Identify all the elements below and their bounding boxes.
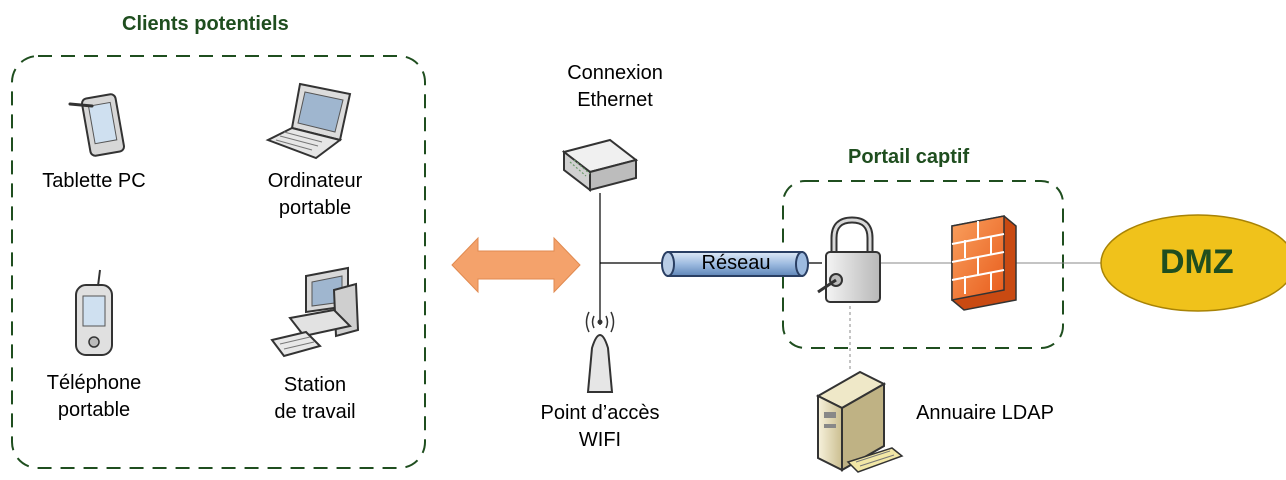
tablet-pc-label: Tablette PC bbox=[42, 170, 146, 192]
network-tube-label: Réseau bbox=[701, 252, 771, 274]
ldap-server-icon bbox=[815, 370, 904, 473]
workstation-label-line1: Station bbox=[283, 374, 347, 396]
ethernet-label-line1: Connexion bbox=[567, 62, 663, 84]
captive-portal-title: Portail captif bbox=[848, 146, 970, 168]
phone-label-line1: Téléphone bbox=[46, 372, 142, 394]
laptop-label-line1: Ordinateur bbox=[267, 170, 363, 192]
laptop-label-line2: portable bbox=[278, 197, 352, 219]
bidirectional-arrow-icon bbox=[451, 236, 581, 294]
network-tube bbox=[661, 251, 809, 277]
phone-label: Téléphone portable bbox=[24, 370, 164, 424]
wifi-label-line1: Point d’accès bbox=[540, 402, 660, 424]
ethernet-label: Connexion Ethernet bbox=[540, 60, 690, 114]
phone-icon bbox=[75, 269, 113, 356]
dmz-zone bbox=[1100, 214, 1286, 312]
clients-group-box bbox=[11, 55, 426, 469]
ethernet-label-line2: Ethernet bbox=[577, 89, 653, 111]
padlock-icon bbox=[817, 216, 881, 303]
wifi-label: Point d’accès WIFI bbox=[520, 400, 680, 454]
ldap-label: Annuaire LDAP bbox=[916, 402, 1054, 424]
workstation-icon bbox=[270, 266, 360, 358]
laptop-label: Ordinateur portable bbox=[240, 168, 390, 222]
tablet-pc-icon bbox=[68, 93, 125, 157]
workstation-label-line2: de travail bbox=[274, 401, 356, 423]
workstation-label: Station de travail bbox=[240, 372, 390, 426]
wifi-access-point-icon bbox=[585, 311, 615, 393]
firewall-icon bbox=[951, 215, 1017, 311]
wifi-label-line2: WIFI bbox=[578, 429, 622, 451]
phone-label-line2: portable bbox=[57, 399, 131, 421]
clients-group-title: Clients potentiels bbox=[122, 13, 289, 35]
laptop-icon bbox=[265, 82, 352, 160]
dmz-label: DMZ bbox=[1160, 243, 1234, 281]
ethernet-switch-icon bbox=[561, 138, 639, 193]
